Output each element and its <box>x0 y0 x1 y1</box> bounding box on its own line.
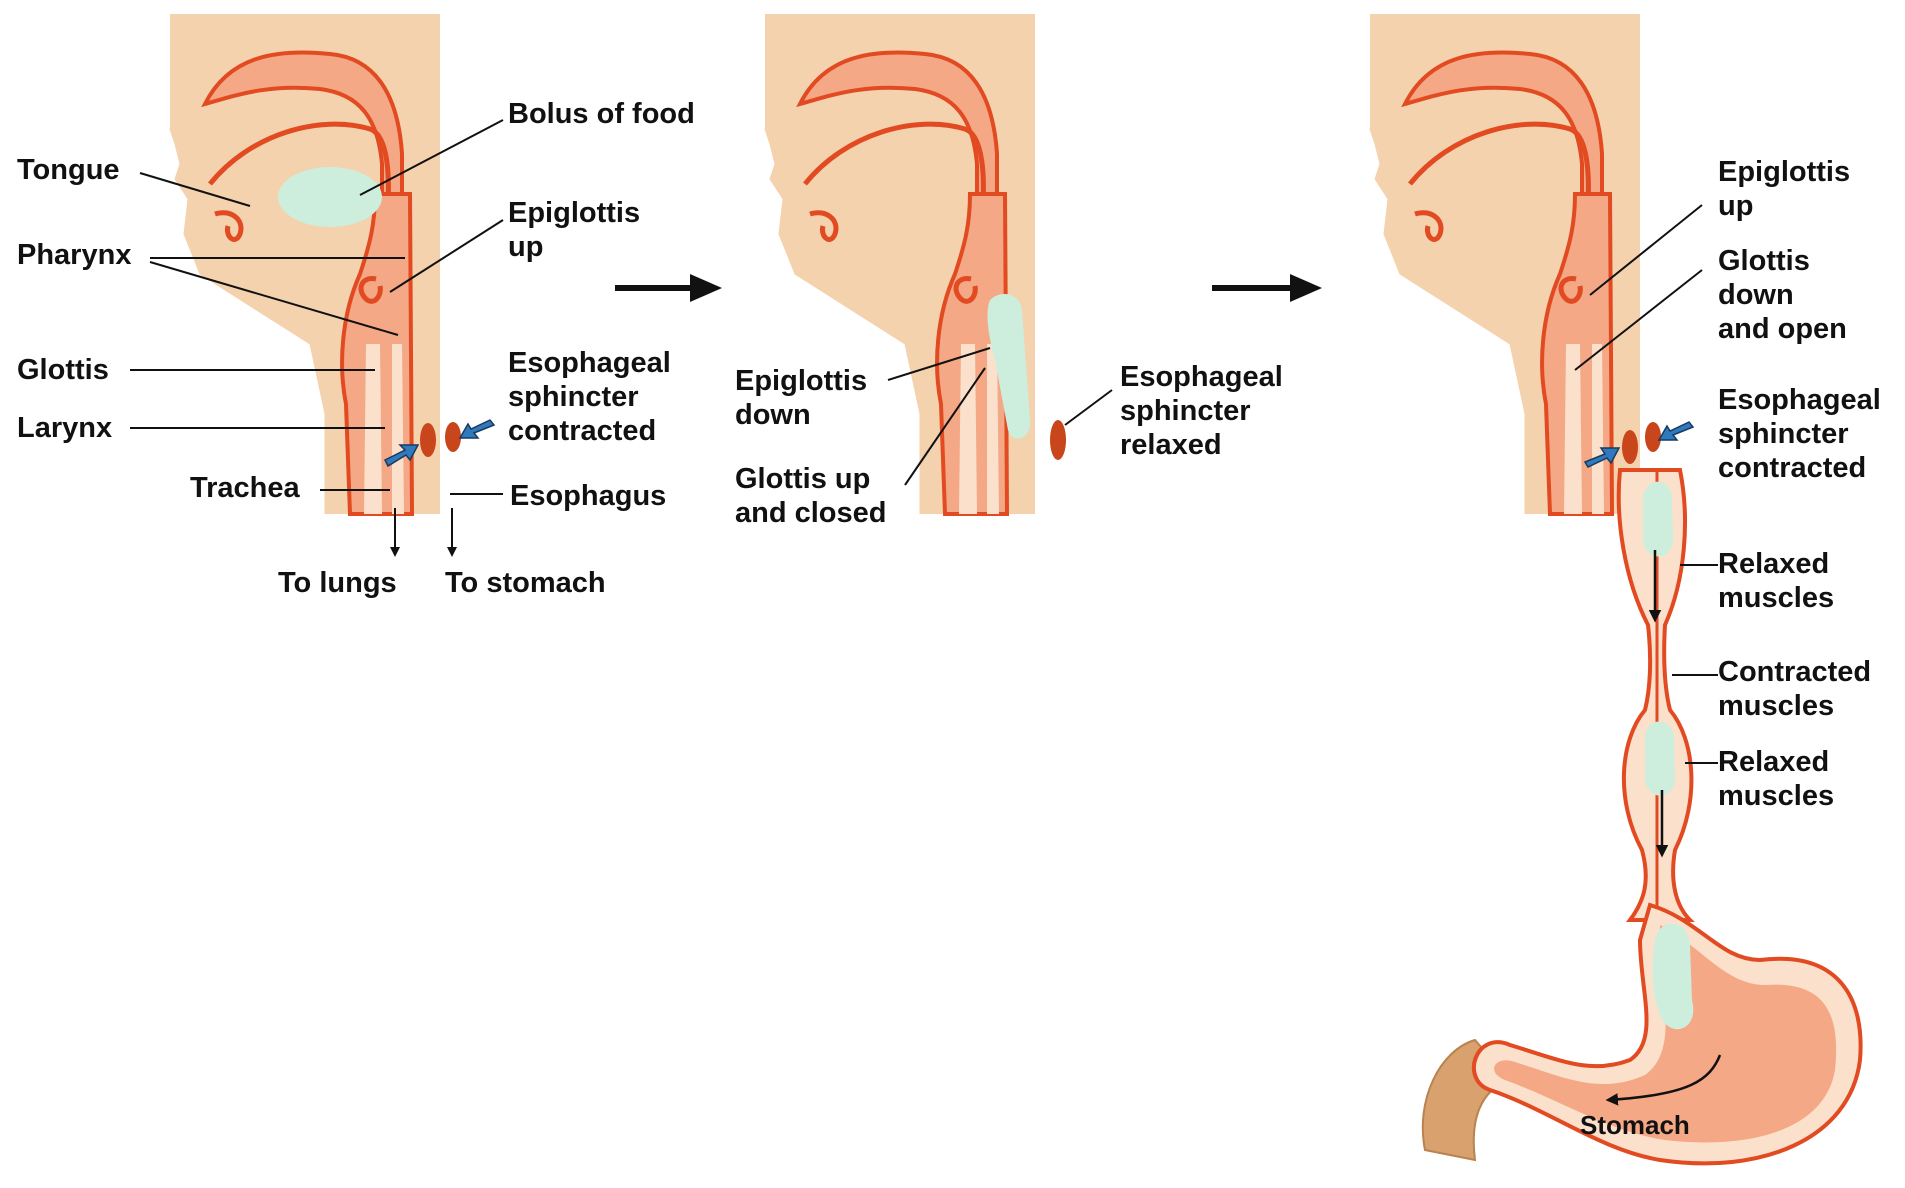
label-epiglottis-up-3: Epiglottis up <box>1718 155 1850 223</box>
label-contracted-muscles: Contracted muscles <box>1718 655 1871 723</box>
panel-2-head <box>765 14 1066 514</box>
label-to-stomach: To stomach <box>445 566 606 600</box>
label-larynx: Larynx <box>17 411 112 445</box>
label-stomach: Stomach <box>1580 1108 1690 1142</box>
esophagus-peristalsis <box>1619 470 1692 920</box>
label-bolus-of-food: Bolus of food <box>508 97 695 131</box>
panel-3-head <box>1370 14 1693 514</box>
label-to-lungs: To lungs <box>278 566 397 600</box>
label-tongue: Tongue <box>17 153 120 187</box>
bolus-esophagus-upper <box>1643 482 1673 557</box>
label-glottis: Glottis <box>17 353 109 387</box>
label-trachea: Trachea <box>190 471 300 505</box>
label-epiglottis-up-1: Epiglottis up <box>508 196 640 264</box>
label-relaxed-muscles-2: Relaxed muscles <box>1718 745 1834 813</box>
label-esophageal-sphincter-contracted-1: Esophageal sphincter contracted <box>508 346 671 448</box>
flow-arrow-1 <box>615 274 722 302</box>
label-glottis-up-and-closed: Glottis up and closed <box>735 462 887 530</box>
label-esophageal-sphincter-relaxed: Esophageal sphincter relaxed <box>1120 360 1283 462</box>
bolus-mouth <box>278 167 382 227</box>
flow-arrow-2 <box>1212 274 1322 302</box>
label-relaxed-muscles-1: Relaxed muscles <box>1718 547 1834 615</box>
label-epiglottis-down: Epiglottis down <box>735 364 867 432</box>
label-pharynx: Pharynx <box>17 238 131 272</box>
label-glottis-down-and-open: Glottis down and open <box>1718 244 1847 346</box>
bolus-esophagus-lower <box>1645 721 1675 795</box>
panel-1-head <box>170 14 494 514</box>
label-esophageal-sphincter-contracted-3: Esophageal sphincter contracted <box>1718 383 1881 485</box>
label-esophagus: Esophagus <box>510 479 666 513</box>
